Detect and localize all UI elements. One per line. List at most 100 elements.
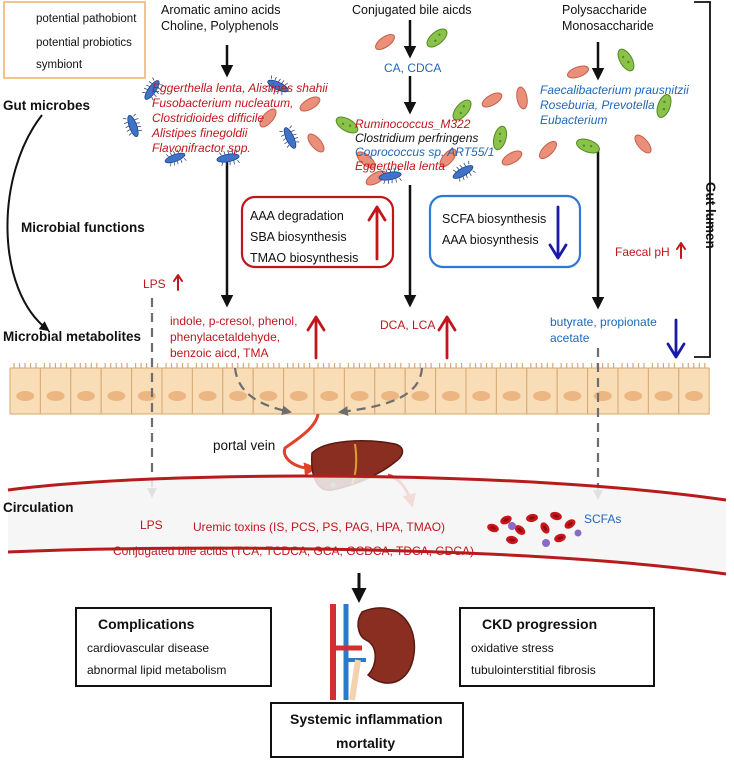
outcome-box: Systemic inflammation mortality bbox=[270, 702, 464, 758]
cell-nucleus bbox=[654, 391, 673, 401]
function-up-item: SBA biosynthesis bbox=[250, 230, 347, 244]
microvilli bbox=[104, 363, 128, 368]
cell-nucleus bbox=[350, 391, 369, 401]
cell-nucleus bbox=[685, 391, 703, 401]
cell-nucleus bbox=[168, 391, 187, 401]
cell-nucleus bbox=[624, 391, 643, 401]
cell-nucleus bbox=[16, 391, 35, 401]
microvilli bbox=[651, 363, 675, 368]
function-down-item: AAA biosynthesis bbox=[442, 233, 539, 247]
cell-nucleus bbox=[593, 391, 612, 401]
functions-down-arrow bbox=[548, 205, 568, 260]
cell-nucleus bbox=[563, 391, 582, 401]
aromatic-metabolite: indole, p-cresol, phenol, bbox=[170, 314, 298, 328]
poly-microbe: Faecalibacterium prausnitzii bbox=[540, 83, 689, 97]
epithelial-cell bbox=[191, 367, 224, 415]
microvilli bbox=[226, 363, 250, 368]
pathobiont-icon bbox=[449, 159, 477, 185]
aromatic-microbe: Clostridioides difficile bbox=[152, 111, 265, 125]
circulation-scfas: SCFAs bbox=[584, 512, 622, 526]
aromatic-to-portal-arrow bbox=[233, 367, 292, 416]
portal-vein-arrow bbox=[282, 413, 320, 476]
cell-nucleus bbox=[259, 391, 278, 401]
bile-metabolites-up-arrow bbox=[437, 315, 457, 360]
microvilli bbox=[256, 363, 280, 368]
kidney-icon bbox=[330, 604, 416, 701]
cell-nucleus bbox=[381, 391, 399, 401]
complication-item: cardiovascular disease bbox=[87, 641, 210, 655]
cell-nucleus bbox=[289, 391, 308, 401]
pathobiont-icon bbox=[121, 112, 145, 140]
microvilli bbox=[560, 363, 584, 368]
legend: potential pathobiont potential probiotic… bbox=[3, 1, 146, 79]
epithelial-cell bbox=[647, 367, 680, 415]
lps-up-arrow bbox=[173, 274, 183, 291]
probiotic-icon bbox=[423, 25, 451, 51]
gut-lumen-label: Gut lumen bbox=[703, 182, 718, 249]
microvilli bbox=[378, 363, 402, 368]
symbiont-icon bbox=[304, 130, 328, 156]
microvilli bbox=[591, 363, 615, 368]
microvilli bbox=[13, 363, 37, 368]
cell-nucleus bbox=[502, 391, 521, 401]
probiotic-icon bbox=[614, 46, 638, 74]
cell-nucleus bbox=[533, 391, 551, 401]
microvilli bbox=[499, 363, 523, 368]
legend-probiotics-label: potential probiotics bbox=[36, 37, 132, 49]
cell-nucleus bbox=[107, 391, 126, 401]
bile-microbe: Ruminococcus_M322 bbox=[355, 117, 471, 131]
symbiont-icon bbox=[514, 85, 530, 111]
poly-microbe: Roseburia, Prevotella bbox=[540, 98, 655, 112]
microvilli bbox=[621, 363, 645, 368]
microvilli bbox=[408, 363, 432, 368]
poly-microbe: Eubacterium bbox=[540, 113, 608, 127]
scfa-metabolite: acetate bbox=[550, 331, 590, 345]
microvilli bbox=[530, 363, 554, 368]
uremic-toxins-label: Uremic toxins (IS, PCS, PS, PAG, HPA, TM… bbox=[193, 520, 446, 534]
legend-pathobiont-label: potential pathobiont bbox=[36, 13, 137, 25]
aromatic-microbe: Alistipes finegoldii bbox=[152, 126, 248, 140]
bile-to-portal-arrow bbox=[338, 367, 424, 417]
aromatic-metabolite: benzoic aicd, TMA bbox=[170, 346, 269, 360]
ckd-item: tubulointerstitial fibrosis bbox=[471, 663, 596, 677]
legend-symbiont-label: symbiont bbox=[36, 59, 83, 71]
microvilli bbox=[439, 363, 463, 368]
functions-down-list: SCFA biosynthesis AAA biosynthesis bbox=[442, 209, 546, 251]
cell-nucleus bbox=[46, 391, 65, 401]
cell-nucleus bbox=[411, 391, 430, 401]
symbiont-icon bbox=[565, 63, 591, 81]
ckd-box: CKD progression oxidative stress tubuloi… bbox=[459, 607, 655, 687]
lps-label: LPS bbox=[143, 277, 166, 291]
function-up-item: TMAO biosynthesis bbox=[250, 251, 359, 265]
cell-nucleus bbox=[472, 391, 491, 401]
faecal-ph-label: Faecal pH bbox=[615, 245, 670, 259]
microvilli bbox=[287, 363, 311, 368]
conjugated-bile-acids-label: Conjugated bile acids (TCA, TCDCA, GCA, … bbox=[113, 544, 474, 558]
gut-lumen-bracket bbox=[694, 1, 711, 358]
blood-cells bbox=[485, 510, 582, 547]
aromatic-subtitle: Choline, Polyphenols bbox=[161, 19, 279, 33]
scfa-metabolite: butyrate, propionate bbox=[550, 315, 657, 329]
aromatic-microbe: Eggerthella lenta, Alistipes shahii bbox=[152, 81, 328, 95]
cell-nucleus bbox=[229, 391, 247, 401]
function-up-item: AAA degradation bbox=[250, 209, 344, 223]
blood-vessel bbox=[7, 474, 727, 576]
function-down-item: SCFA biosynthesis bbox=[442, 212, 547, 226]
functions-up-box bbox=[240, 195, 395, 269]
microvilli bbox=[317, 363, 341, 368]
microvilli bbox=[347, 363, 371, 368]
symbiont-icon bbox=[499, 147, 525, 169]
symbiont-icon bbox=[631, 131, 655, 157]
microvilli bbox=[135, 363, 159, 368]
aromatic-microbe: Fusobacterium nucleatum, bbox=[152, 96, 294, 110]
aromatic-title: Aromatic amino acids bbox=[161, 3, 281, 17]
bile-intermediate: CA, CDCA bbox=[384, 61, 442, 75]
faecal-ph-up-arrow bbox=[676, 242, 686, 259]
microvilli bbox=[469, 363, 493, 368]
microbial-functions-label: Microbial functions bbox=[21, 220, 145, 235]
functions-up-arrow bbox=[367, 205, 387, 261]
gut-epithelium bbox=[9, 363, 710, 415]
polysaccharide-title: Polysaccharide bbox=[562, 3, 647, 17]
